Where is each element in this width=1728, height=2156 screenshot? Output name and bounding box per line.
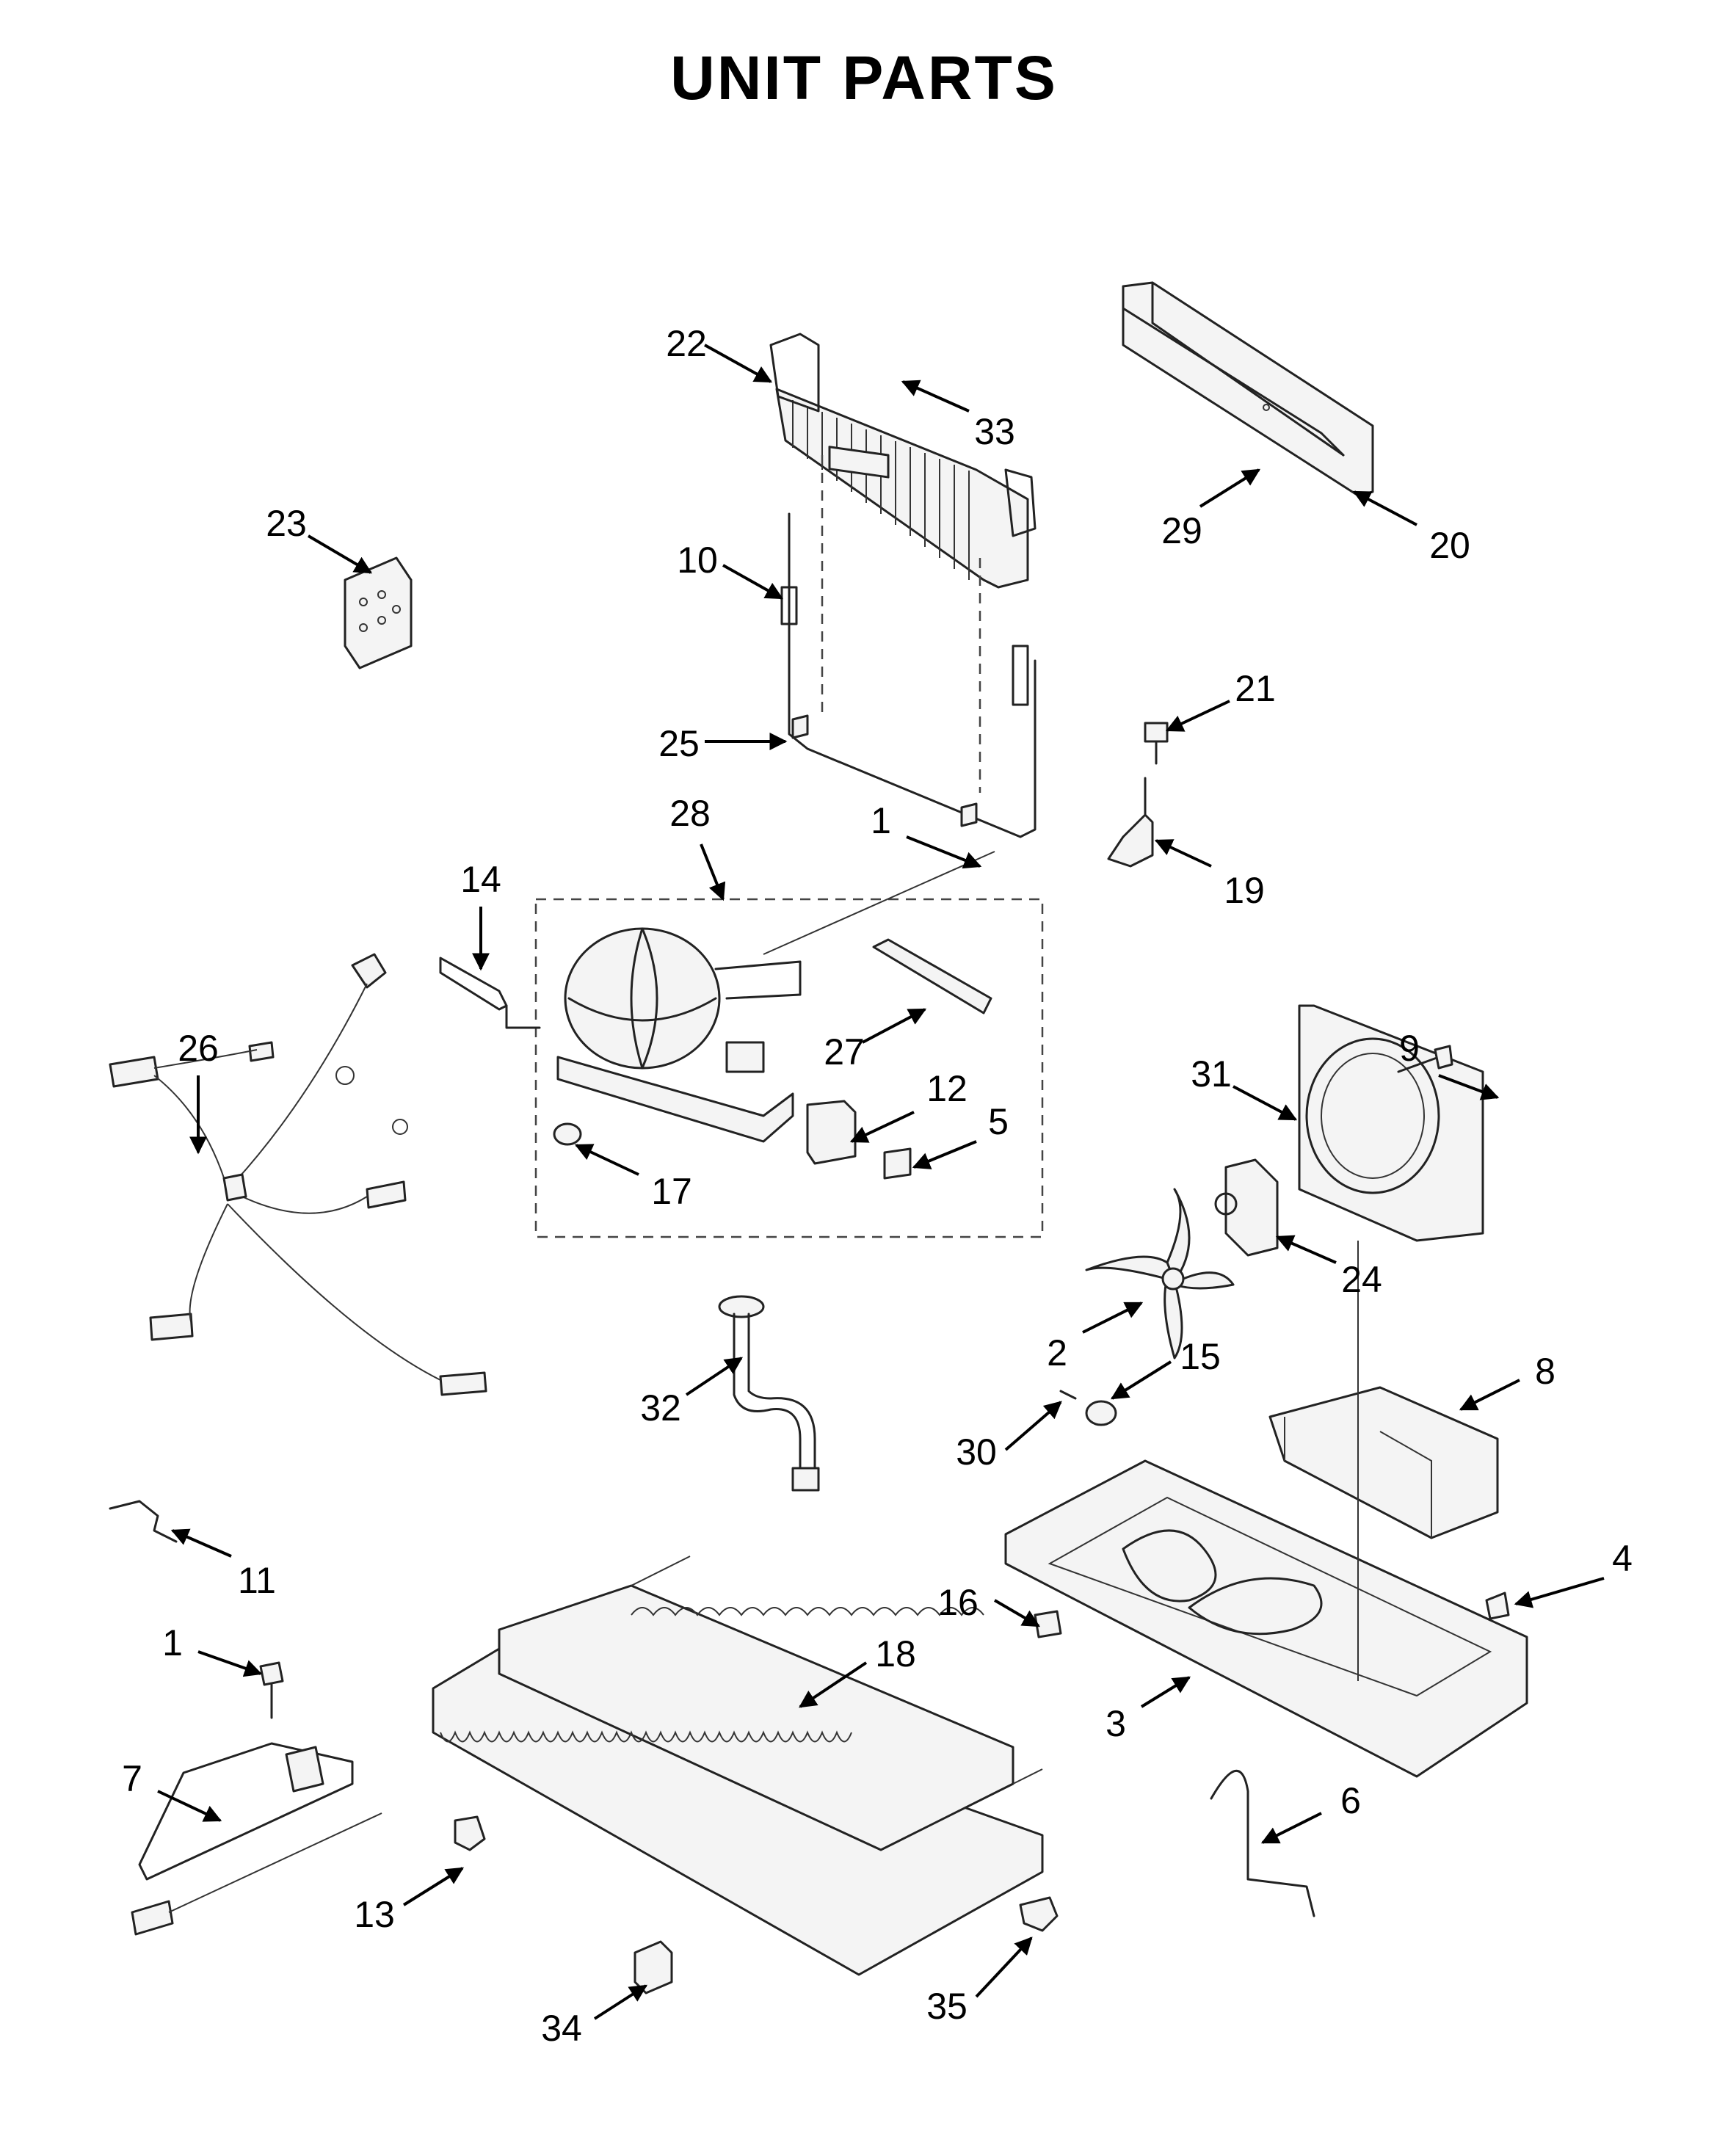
callout-35: 35 [926, 1986, 968, 2027]
fan-blade-2 [1085, 1188, 1235, 1360]
callout-29: 29 [1161, 510, 1202, 551]
grommet-15 [1085, 1400, 1117, 1426]
callout-1-bottom: 1 [162, 1622, 183, 1663]
callout-16: 16 [937, 1582, 979, 1623]
callout-5: 5 [988, 1101, 1009, 1142]
callout-11: 11 [238, 1560, 276, 1601]
callout-13: 13 [354, 1894, 395, 1935]
screw-1b [259, 1661, 284, 1719]
screw-9 [1397, 1045, 1453, 1073]
wire-clip-11 [109, 1500, 178, 1543]
callout-25: 25 [658, 723, 700, 764]
callout-23: 23 [266, 503, 307, 544]
grommet-17 [553, 1122, 582, 1146]
evaporator-coil [769, 333, 1037, 589]
callout-labels: 22 33 23 10 29 20 21 25 28 1 19 14 26 27… [122, 323, 1633, 2049]
screw-21 [1144, 722, 1169, 765]
bracket-plate [344, 556, 413, 669]
drain-tube [718, 1295, 820, 1492]
damper-34 [634, 1940, 673, 1995]
fan-shroud [1298, 1004, 1484, 1242]
screw-4 [1485, 1591, 1510, 1620]
duct-cover [1122, 281, 1374, 497]
callout-22: 22 [666, 323, 707, 364]
callout-33: 33 [974, 411, 1015, 452]
callout-14: 14 [460, 859, 501, 900]
callout-17: 17 [651, 1171, 692, 1212]
page-title: UNIT PARTS [670, 43, 1058, 112]
pin-30 [1059, 1390, 1077, 1400]
callout-32: 32 [640, 1387, 681, 1429]
valve-35 [1019, 1896, 1059, 1932]
bracket-8 [1268, 1386, 1499, 1539]
callout-1-top: 1 [871, 800, 891, 841]
base-plate [1004, 1241, 1528, 1778]
callout-18: 18 [875, 1633, 916, 1674]
screw-16 [1034, 1610, 1062, 1638]
compressor-assembly-box [534, 898, 1044, 1238]
callout-28: 28 [669, 793, 711, 834]
callout-27: 27 [824, 1031, 865, 1072]
motor-24 [1214, 1158, 1279, 1257]
callout-arrows [157, 344, 1605, 2020]
callout-19: 19 [1224, 870, 1265, 911]
heater-7 [131, 1742, 382, 1936]
callout-3: 3 [1106, 1703, 1126, 1744]
strap-14 [439, 957, 541, 1029]
callout-24: 24 [1341, 1259, 1382, 1300]
drier-27 [872, 938, 992, 1015]
overload-5 [883, 1147, 912, 1180]
tube-6 [1210, 1769, 1315, 1917]
callout-2: 2 [1047, 1332, 1067, 1373]
callout-31: 31 [1191, 1053, 1232, 1095]
callout-20: 20 [1429, 525, 1470, 566]
callout-30: 30 [956, 1431, 997, 1473]
callout-21: 21 [1235, 668, 1276, 709]
callout-10: 10 [677, 540, 718, 581]
callout-12: 12 [926, 1068, 968, 1109]
relay-12 [806, 1100, 857, 1165]
callout-8: 8 [1535, 1351, 1555, 1392]
callout-26: 26 [178, 1028, 219, 1069]
callout-7: 7 [122, 1758, 142, 1799]
heater-tube [780, 455, 1037, 838]
callout-15: 15 [1180, 1336, 1221, 1377]
callout-34: 34 [541, 2008, 582, 2049]
callout-9: 9 [1399, 1028, 1420, 1069]
callout-4: 4 [1612, 1538, 1633, 1579]
callout-6: 6 [1340, 1780, 1361, 1821]
wiring-harness [109, 953, 487, 1396]
clip-13 [454, 1815, 486, 1851]
clip-19 [1107, 777, 1154, 868]
condenser [432, 1556, 1044, 1976]
compressor [556, 851, 995, 1143]
